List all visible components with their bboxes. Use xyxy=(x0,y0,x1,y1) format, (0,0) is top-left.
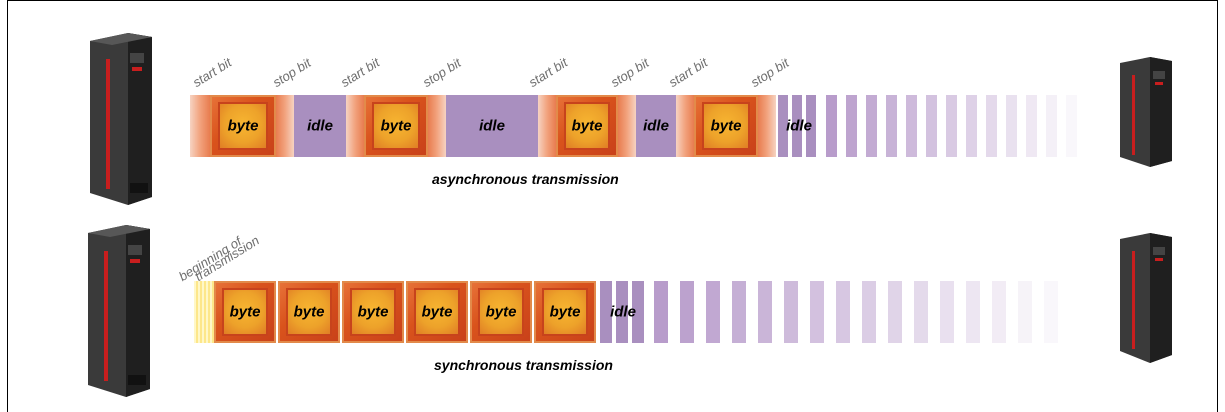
async-label: start bit xyxy=(526,54,571,90)
start-bit xyxy=(538,95,556,157)
idle-stripe xyxy=(706,281,720,343)
start-bit xyxy=(346,95,364,157)
byte-block: byte xyxy=(694,95,758,157)
server-icon xyxy=(1120,57,1190,167)
byte-block: byte xyxy=(364,95,428,157)
idle-stripe xyxy=(986,95,997,157)
byte-block: byte xyxy=(210,95,276,157)
idle-stripe xyxy=(826,95,837,157)
byte-block: byte xyxy=(214,281,276,343)
byte-block: byte xyxy=(278,281,340,343)
idle-block: idle xyxy=(446,95,538,157)
idle-stripe xyxy=(888,281,902,343)
idle-stripe xyxy=(886,95,897,157)
async-caption: asynchronous transmission xyxy=(432,171,619,187)
idle-stripe xyxy=(680,281,694,343)
transmission-start xyxy=(194,281,214,343)
idle-stripe xyxy=(654,281,668,343)
idle-stripe xyxy=(1046,95,1057,157)
stop-bit xyxy=(428,95,446,157)
idle-stripe xyxy=(862,281,876,343)
idle-stripe xyxy=(866,95,877,157)
idle-stripe xyxy=(1018,281,1032,343)
idle-stripe xyxy=(966,281,980,343)
idle-stripe xyxy=(810,281,824,343)
byte-block: byte xyxy=(470,281,532,343)
byte-block: byte xyxy=(406,281,468,343)
async-label: stop bit xyxy=(748,55,792,90)
byte-block: byte xyxy=(534,281,596,343)
async-label: start bit xyxy=(666,54,711,90)
idle-stripe xyxy=(966,95,977,157)
async-label: stop bit xyxy=(420,55,464,90)
stop-bit xyxy=(618,95,636,157)
sync-caption: synchronous transmission xyxy=(434,357,613,373)
idle-stripe xyxy=(906,95,917,157)
byte-block: byte xyxy=(342,281,404,343)
start-bit xyxy=(190,95,210,157)
idle-stripe xyxy=(992,281,1006,343)
byte-block: byte xyxy=(556,95,618,157)
idle-stripe xyxy=(1006,95,1017,157)
idle-stripe xyxy=(926,95,937,157)
idle-stripe xyxy=(758,281,772,343)
async-label: stop bit xyxy=(608,55,652,90)
idle-stripe xyxy=(732,281,746,343)
idle-block: idle xyxy=(294,95,346,157)
idle-stripe xyxy=(836,281,850,343)
start-bit xyxy=(676,95,694,157)
server-icon xyxy=(90,33,170,205)
idle-stripe xyxy=(1066,95,1077,157)
idle-stripe xyxy=(940,281,954,343)
idle-stripe xyxy=(846,95,857,157)
async-label: stop bit xyxy=(270,55,314,90)
server-icon xyxy=(1120,233,1190,363)
idle-stripe xyxy=(914,281,928,343)
stop-bit xyxy=(276,95,294,157)
server-icon xyxy=(88,225,168,397)
idle-block: idle xyxy=(636,95,676,157)
idle-stripe xyxy=(946,95,957,157)
async-label: start bit xyxy=(338,54,383,90)
diagram-frame: start bit stop bit start bit stop bit st… xyxy=(7,0,1218,412)
idle-block: idle xyxy=(600,281,646,343)
idle-stripe xyxy=(1044,281,1058,343)
idle-stripe xyxy=(1026,95,1037,157)
stop-bit xyxy=(758,95,776,157)
async-label: start bit xyxy=(190,54,235,90)
idle-block: idle xyxy=(778,95,820,157)
idle-stripe xyxy=(784,281,798,343)
